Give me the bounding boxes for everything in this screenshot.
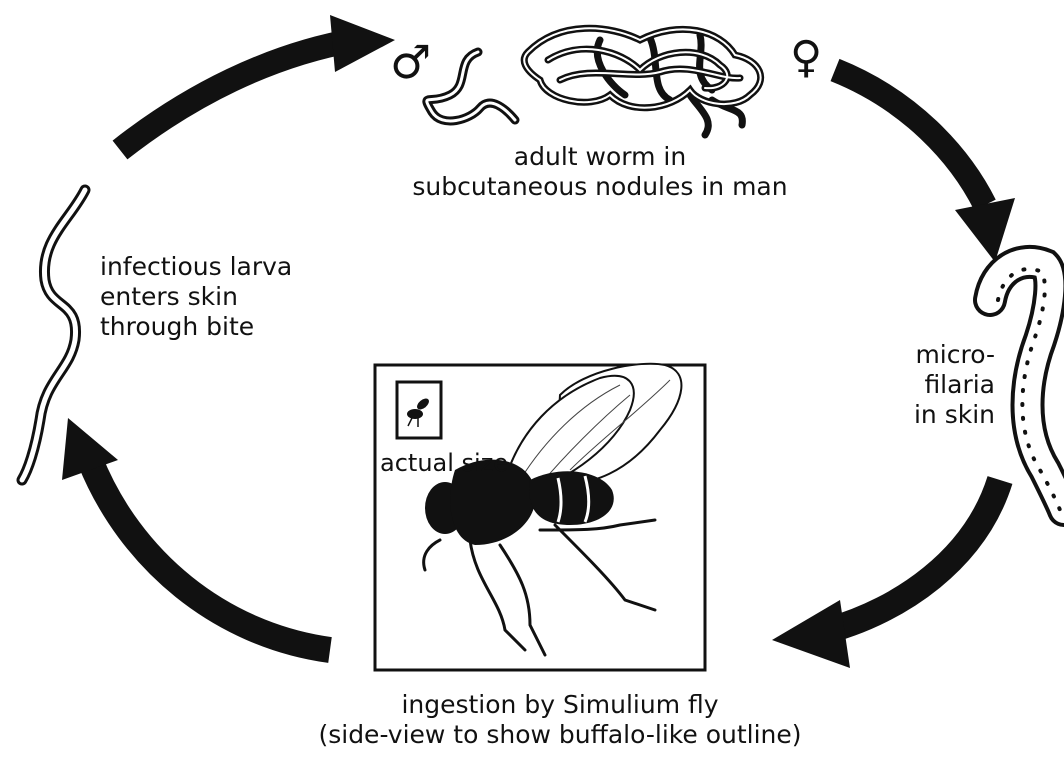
adult-worm-label-line-2: subcutaneous nodules in man xyxy=(380,172,820,202)
infectious-larva-label-line-1: infectious larva xyxy=(100,252,292,282)
actual-size-label: actual size xyxy=(380,448,508,478)
arrow-adult-to-microfilaria xyxy=(835,70,985,205)
arrow-fly-to-larva xyxy=(90,460,330,650)
fly-panel xyxy=(375,364,705,670)
male-symbol: ♂ xyxy=(390,35,431,89)
infectious-larva-label-line-3: through bite xyxy=(100,312,292,342)
microfilaria-label-line-1: micro- xyxy=(890,340,995,370)
microfilaria-label: micro- filaria in skin xyxy=(890,340,995,430)
arrow-microfilaria-to-fly xyxy=(830,480,1000,630)
microfilaria-label-line-3: in skin xyxy=(890,400,995,430)
infectious-larva-label-line-2: enters skin xyxy=(100,282,292,312)
microfilaria-illustration xyxy=(990,262,1064,510)
infectious-larva-label: infectious larva enters skin through bit… xyxy=(100,252,292,342)
male-worm xyxy=(427,52,515,121)
arrow-larva-to-adult-head xyxy=(330,15,395,72)
adult-worms-illustration xyxy=(427,28,761,135)
fly-ingestion-label-line-1: ingestion by Simulium fly xyxy=(300,690,820,720)
adult-worm-label-line-1: adult worm in xyxy=(380,142,820,172)
adult-worm-label: adult worm in subcutaneous nodules in ma… xyxy=(380,142,820,202)
fly-ingestion-label-line-2: (side-view to show buffalo-like outline) xyxy=(300,720,820,750)
fly-ingestion-label: ingestion by Simulium fly (side-view to … xyxy=(300,690,820,750)
arrow-larva-to-adult xyxy=(120,40,355,150)
female-symbol: ♀ xyxy=(790,32,822,83)
microfilaria-label-line-2: filaria xyxy=(890,370,995,400)
arrow-microfilaria-to-fly-head xyxy=(772,600,850,668)
